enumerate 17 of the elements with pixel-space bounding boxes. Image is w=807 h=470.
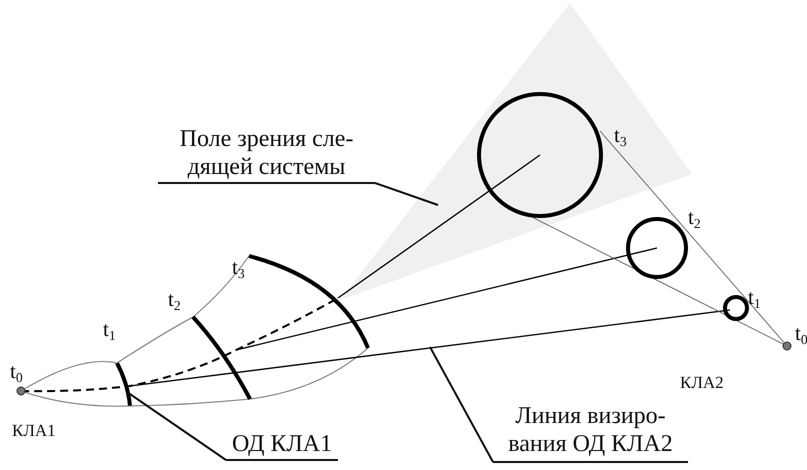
target-arc: [115, 362, 132, 406]
time-label: t$_{2}$: [688, 206, 701, 232]
time-label: t$_{3}$: [232, 256, 245, 282]
leader-line: [126, 391, 227, 461]
leader-line: [374, 182, 438, 206]
callout-text: Поле зрения сле- дящей системы: [158, 125, 375, 184]
time-label: t$_{2}$: [168, 288, 181, 314]
time-label: t$_{1}$: [748, 286, 761, 312]
object-label: КЛА2: [680, 374, 724, 393]
callout-text: ОД КЛА1: [226, 430, 338, 461]
callout-text: Линия визиро- вания ОД КЛА2: [493, 402, 688, 463]
time-label: t$_{0}$: [795, 322, 807, 348]
leader-line: [429, 346, 494, 462]
time-label: t$_{0}$: [10, 360, 23, 386]
time-label: t$_{1}$: [103, 318, 116, 344]
object-label: КЛА1: [12, 422, 56, 441]
time-label: t$_{3}$: [614, 124, 627, 150]
